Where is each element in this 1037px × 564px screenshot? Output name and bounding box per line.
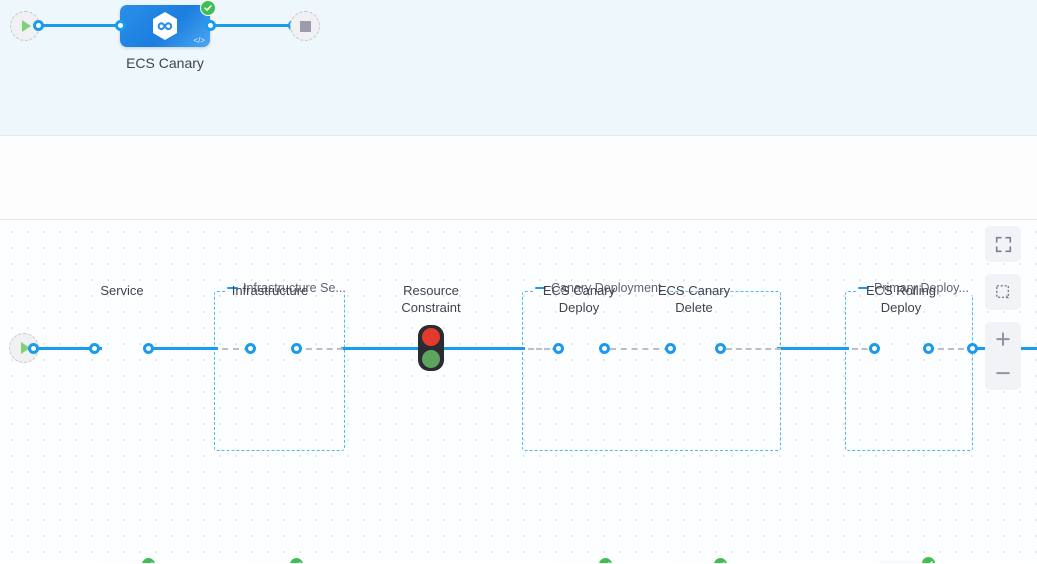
status-success-icon	[598, 557, 613, 563]
pipeline-minimap-band: </> ECS Canary	[0, 0, 1037, 136]
zoom-out-button[interactable]	[985, 356, 1021, 390]
canvas-toolbar[interactable]	[985, 226, 1021, 390]
group-canary-deployment[interactable]: Canary Deployment	[522, 281, 781, 451]
port-canary-delete-in[interactable]	[665, 343, 676, 354]
port-start-out[interactable]	[28, 343, 39, 354]
port-infrastructure-out[interactable]	[291, 343, 302, 354]
port-rolling-deploy-out[interactable]	[923, 343, 934, 354]
edge-start-to-service	[30, 347, 102, 350]
code-tag: </>	[193, 36, 205, 45]
port-infrastructure-in[interactable]	[245, 343, 256, 354]
stop-icon	[299, 20, 311, 32]
zoom-in-button[interactable]	[985, 322, 1021, 356]
edge-canary-to-primary	[777, 347, 849, 350]
dashed-square-icon	[996, 285, 1010, 299]
edge-resource-to-canary	[433, 347, 525, 350]
minimap-node-out-port[interactable]	[205, 20, 216, 31]
group-label-text: Canary Deployment	[551, 281, 662, 295]
edge-dashed-canary-out	[726, 348, 781, 350]
status-success-icon	[141, 557, 156, 563]
collapse-icon[interactable]	[227, 287, 238, 289]
edge-service-to-group	[146, 347, 218, 350]
collapse-icon[interactable]	[535, 287, 546, 289]
group-label-text: Primary Deploy...	[874, 281, 969, 295]
fullscreen-icon	[995, 236, 1011, 252]
group-infrastructure-section[interactable]: Infrastructure Se...	[214, 281, 351, 451]
node-label-service: Service	[100, 283, 144, 298]
traffic-light-green-icon	[422, 349, 440, 368]
execution-info-bar: ECS Canary Started at: 10/6/2022, 5:01:2…	[0, 136, 1037, 338]
edge-dashed-infra-in	[222, 348, 250, 350]
edge-dashed-primary-in	[852, 348, 877, 350]
collapse-icon[interactable]	[858, 287, 869, 289]
port-rolling-deploy-in[interactable]	[869, 343, 880, 354]
group-label-primary[interactable]: Primary Deploy...	[856, 281, 974, 295]
pipeline-canvas[interactable]: Infrastructure Se... Canary Deployment P…	[0, 220, 1037, 563]
canvas-start-node[interactable]	[9, 333, 39, 363]
status-success-icon	[921, 556, 936, 563]
minimap-end-node[interactable]	[290, 11, 320, 41]
port-canary-delete-out[interactable]	[715, 343, 726, 354]
group-label-text: Infrastructure Se...	[243, 281, 346, 295]
group-primary-deployment[interactable]: Primary Deploy...	[845, 281, 974, 451]
port-canvas-end[interactable]	[967, 343, 978, 354]
minus-icon	[996, 372, 1010, 375]
minimap-edge-start	[36, 24, 121, 27]
port-service-in[interactable]	[89, 343, 100, 354]
port-canary-deploy-in[interactable]	[553, 343, 564, 354]
fullscreen-button[interactable]	[985, 226, 1021, 262]
edge-dashed-canary-in	[528, 348, 558, 350]
edge-dashed-primary-out	[928, 348, 974, 350]
group-label-infrastructure[interactable]: Infrastructure Se...	[225, 281, 351, 295]
pipeline-infinity-icon	[153, 12, 177, 40]
status-success-icon	[713, 557, 728, 563]
port-service-out[interactable]	[143, 343, 154, 354]
select-area-button[interactable]	[985, 274, 1021, 310]
minimap-node-in-port[interactable]	[115, 20, 126, 31]
edge-dashed-canary-mid	[610, 348, 670, 350]
minimap-edge-end	[209, 24, 294, 27]
minimap-start-port[interactable]	[33, 20, 44, 31]
edge-group-to-resource	[341, 347, 433, 350]
play-icon	[21, 342, 30, 354]
minimap-status-success-icon	[200, 0, 216, 16]
minimap-node-label: ECS Canary	[126, 55, 204, 71]
minimap-pipeline-node[interactable]: </>	[120, 5, 210, 47]
node-resource-constraint[interactable]	[418, 325, 444, 371]
edge-dashed-infra-out	[306, 348, 343, 350]
zoom-controls[interactable]	[985, 322, 1021, 390]
port-canary-deploy-out[interactable]	[599, 343, 610, 354]
play-icon	[22, 20, 31, 32]
status-success-icon	[289, 557, 304, 563]
plus-icon	[996, 332, 1010, 346]
traffic-light-red-icon	[422, 328, 440, 347]
node-label-infrastructure: Infrastructure	[231, 283, 309, 298]
group-label-canary[interactable]: Canary Deployment	[533, 281, 667, 295]
